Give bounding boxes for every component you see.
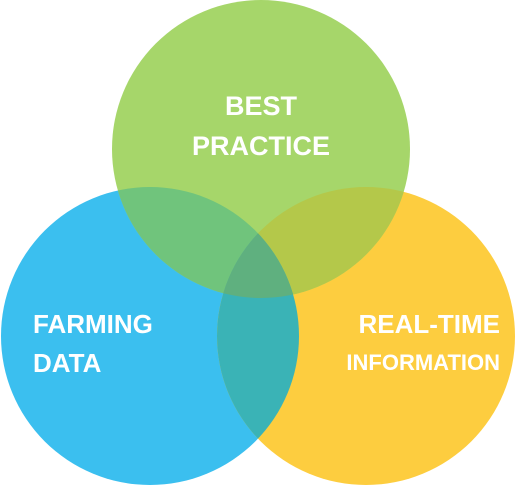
farming-data-label-line-2: DATA (33, 348, 102, 378)
farming-data-label-line-1: FARMING (33, 309, 153, 339)
real-time-information-label-line-2: INFORMATION (346, 350, 500, 375)
real-time-information-label-line-1: REAL-TIME (358, 309, 500, 339)
best-practice-label-line-1: BEST (225, 91, 298, 121)
overlap-best-farming (112, 187, 299, 298)
best-practice-label-line-2: PRACTICE (192, 131, 330, 161)
overlap-best-realtime (217, 187, 410, 298)
